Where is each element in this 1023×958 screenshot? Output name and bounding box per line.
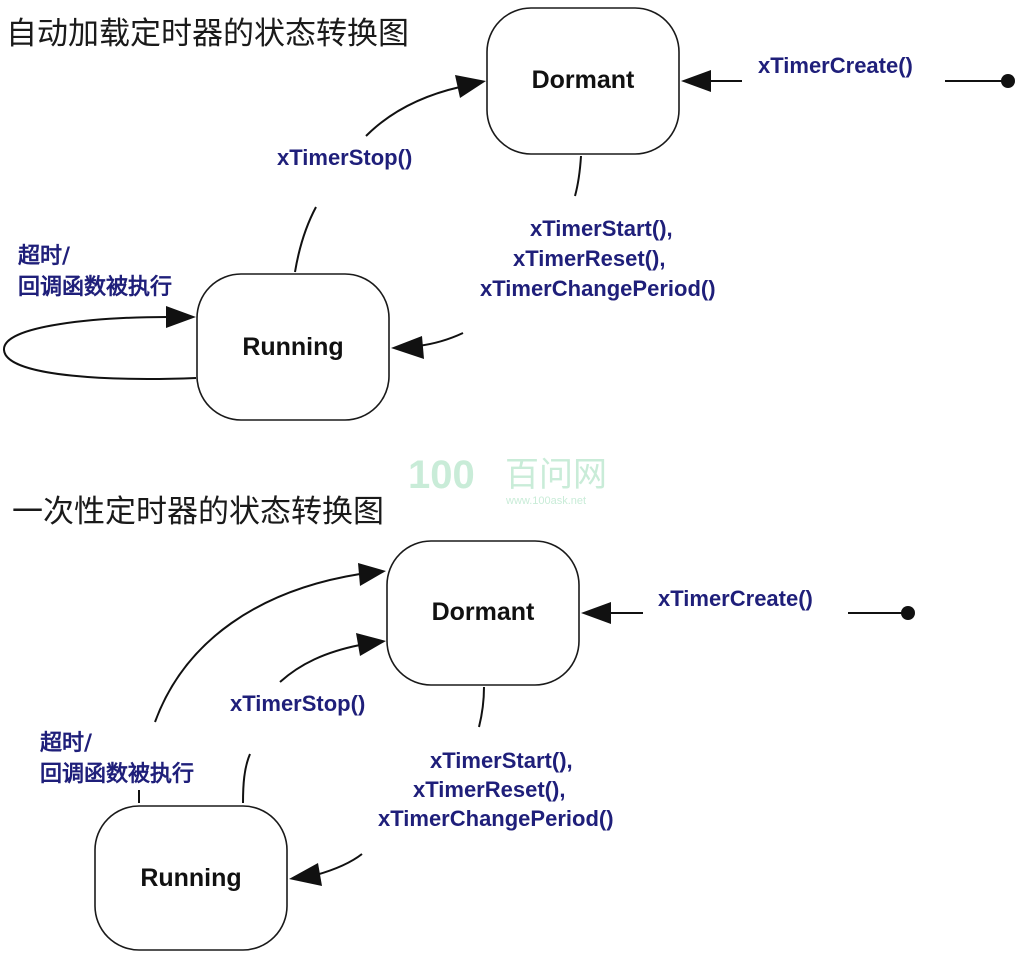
- timeout-arrowhead: [166, 306, 196, 328]
- timeout-transition: 超时/ 回调函数被执行: [40, 563, 386, 803]
- diagram-title: 自动加载定时器的状态转换图: [6, 16, 409, 52]
- watermark-url: www.100ask.net: [505, 495, 586, 507]
- running-state: Running: [94, 805, 288, 951]
- create-arrowhead: [581, 602, 611, 624]
- dormant-state: Dormant: [486, 7, 680, 155]
- stop-arrowhead: [455, 75, 486, 98]
- timeout-label-line2: 回调函数被执行: [40, 761, 194, 787]
- create-transition: xTimerCreate(): [681, 53, 1015, 92]
- stop-transition: xTimerStop(): [230, 633, 386, 804]
- timeout-self-loop: 超时/ 回调函数被执行: [2, 244, 197, 380]
- start-transition: xTimerStart(), xTimerReset(), xTimerChan…: [391, 155, 716, 359]
- start-edge-upper: [478, 686, 485, 728]
- stop-arrowhead: [356, 633, 386, 656]
- diagram-one-shot: 一次性定时器的状态转换图 Dormant Running xTimerCreat…: [12, 494, 915, 951]
- stop-edge-lower: [242, 753, 251, 804]
- timeout-arrowhead: [358, 563, 386, 586]
- dormant-state-label: Dormant: [532, 66, 635, 94]
- diagram-title: 一次性定时器的状态转换图: [12, 494, 384, 530]
- start-arrowhead: [289, 863, 322, 886]
- running-state-box: [196, 273, 390, 421]
- start-label: xTimerStart(),: [430, 748, 573, 773]
- timeout-label-line2: 回调函数被执行: [18, 274, 172, 300]
- stop-edge-upper: [365, 86, 461, 137]
- timeout-label-line1: 超时/: [18, 244, 71, 269]
- diagram-auto-reload: 自动加载定时器的状态转换图 Dormant Running xTimerCrea…: [2, 7, 1015, 421]
- start-transition: xTimerStart(), xTimerReset(), xTimerChan…: [289, 686, 614, 886]
- timeout-loop-edge: [2, 316, 197, 380]
- create-transition: xTimerCreate(): [581, 586, 915, 624]
- reset-label: xTimerReset(),: [413, 777, 565, 802]
- dormant-state-box: [386, 540, 580, 686]
- create-arrowhead: [681, 70, 711, 92]
- stop-edge-upper: [279, 644, 361, 683]
- stop-edge-lower: [294, 206, 317, 273]
- stop-transition: xTimerStop(): [277, 75, 486, 273]
- start-label: xTimerStart(),: [530, 216, 673, 241]
- watermark-number: 100: [408, 453, 475, 497]
- running-state-box: [94, 805, 288, 951]
- start-edge-lower: [417, 332, 464, 347]
- running-state-label: Running: [242, 333, 343, 361]
- create-label: xTimerCreate(): [658, 586, 813, 611]
- dormant-state-box: [486, 7, 680, 155]
- create-label: xTimerCreate(): [758, 53, 913, 78]
- dormant-state: Dormant: [386, 540, 580, 686]
- change-period-label: xTimerChangePeriod(): [378, 806, 614, 831]
- reset-label: xTimerReset(),: [513, 246, 665, 271]
- start-edge-upper: [574, 155, 582, 197]
- running-state: Running: [196, 273, 390, 421]
- running-state-label: Running: [140, 864, 241, 892]
- stop-label: xTimerStop(): [230, 691, 365, 716]
- start-arrowhead: [391, 336, 424, 359]
- change-period-label: xTimerChangePeriod(): [480, 276, 716, 301]
- watermark: 100 百问网 www.100ask.net: [408, 453, 607, 507]
- watermark-name: 百问网: [505, 456, 607, 494]
- timeout-label-line1: 超时/: [40, 731, 93, 756]
- stop-label: xTimerStop(): [277, 145, 412, 170]
- timeout-edge-arc: [154, 573, 361, 723]
- start-edge-lower: [315, 853, 363, 876]
- dormant-state-label: Dormant: [432, 598, 535, 626]
